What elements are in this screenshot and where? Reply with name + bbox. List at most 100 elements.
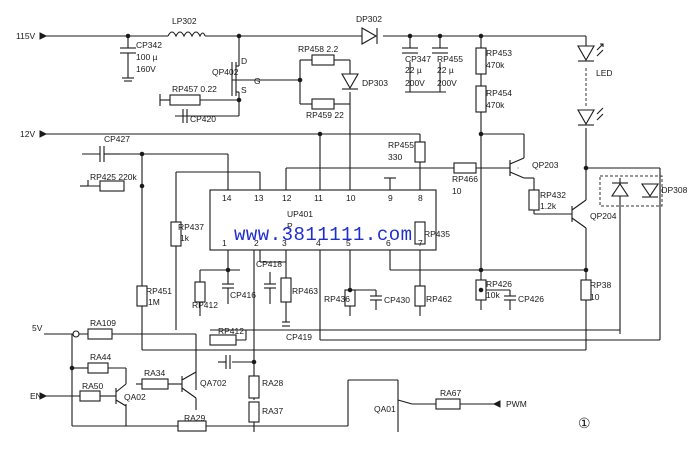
cp419-label: CP419 [286,332,312,342]
resistor-rp432 [528,189,540,211]
resistor-rp437 [170,221,182,247]
rp436-label: RP436 [324,294,350,304]
wiring [44,35,661,432]
resistor-rp463 [280,277,292,303]
rp466-value: 10 [452,186,462,196]
resistor-ra44 [87,362,109,374]
rp455-cap-label: RP455 [437,54,463,64]
qp203-label: QP203 [532,160,559,170]
qp402-drain-label: D [241,56,247,66]
qa01-label: QA01 [374,404,396,414]
cp426-label: CP426 [518,294,544,304]
ic-pin-6: 6 [386,238,391,248]
rp432-label: RP432 [540,190,566,200]
ic-pin-2: 2 [254,238,259,248]
rp463-label: RP463 [292,286,318,296]
ic-name-partial-label: P [287,221,293,231]
ic-pin-4: 4 [316,238,321,248]
rp451-label: RP451 [146,286,172,296]
rp453-value: 470k [486,60,505,70]
dp302-top-label: DP302 [356,14,382,24]
resistor-rp459 [311,98,335,110]
resistor-ra37 [248,401,260,423]
cp342-value-2: 160V [136,64,156,74]
ra67-label: RA67 [440,388,462,398]
ra109-label: RA109 [90,318,116,328]
idp308-label: IDP308 [659,185,688,195]
ic-name-label: UP401 [287,209,313,219]
ic-pin-14: 14 [222,193,232,203]
diode-dp303 [341,73,359,90]
pwm-label: PWM [506,399,527,409]
led-bottom [577,109,595,126]
ic-pin-11: 11 [314,193,323,203]
figure-number: ① [578,416,591,432]
rp437-value: 1k [180,233,190,243]
input-arrow-icon [39,32,48,40]
lp302-label: LP302 [172,16,197,26]
rp455-label: RP455 [388,140,414,150]
resistor-ra67 [435,398,461,410]
rp455-cap-value-1: 22 µ [437,65,454,75]
rail-5v-label: 5V [32,323,43,333]
input-arrow-icon [492,400,501,408]
resistor-rp454 [475,85,487,113]
watermark-text: www.3811111.com [234,224,413,246]
led-arrow-icon [596,107,604,121]
cp416-label: CP416 [230,290,256,300]
resistor-rp466 [453,162,477,174]
diode-idp308-a [610,183,630,197]
rp459-label: RP459 22 [306,110,344,120]
rp432-value: 1.2k [540,201,557,211]
components [39,27,663,432]
rp426-value: 10k [486,290,500,300]
cp347-value-1: 22 µ [405,65,422,75]
resistor-rp38 [580,279,592,301]
resistor-ra29 [177,420,207,432]
inductor-lp302 [167,31,206,38]
rp454-label: RP454 [486,88,512,98]
rp466-label: RP466 [452,174,478,184]
resistor-rp412-horizontal [209,334,237,346]
ic-pin-3: 3 [282,238,287,248]
rail-12v-label: 12V [20,129,35,139]
resistor-rp435 [414,221,426,245]
resistor-rp457 [169,94,201,106]
resistor-ra109 [87,328,113,340]
labels: 115V 12V 5V EN PWM LP302 CP342 100 µ 160… [16,14,688,432]
resistor-ra34 [141,378,169,390]
rp455-value: 330 [388,152,402,162]
qp204-label: QP204 [590,211,617,221]
ra28-label: RA28 [262,378,284,388]
cp427-label: CP427 [104,134,130,144]
led-arrow-icon [596,43,604,57]
cp342-label: CP342 [136,40,162,50]
resistor-rp412-vertical [194,281,206,303]
ra34-label: RA34 [144,368,166,378]
terminal-5v [72,330,80,338]
rp38-value: 10 [590,292,600,302]
ic-pin-5: 5 [346,238,351,248]
cp342-value-1: 100 µ [136,52,158,62]
resistor-ra50 [79,390,101,402]
en-label: EN [30,391,42,401]
rp437-label: RP437 [178,222,204,232]
rp412-vertical-label: RP412 [192,300,218,310]
idp308-package [599,175,663,207]
resistor-ra28 [248,375,260,399]
ra44-label: RA44 [90,352,112,362]
resistor-rp455 [414,141,426,163]
resistor-rp462 [414,285,426,307]
cp347-label: CP347 [405,54,431,64]
rail-115v-label: 115V [16,31,36,41]
rp426-label: RP426 [486,279,512,289]
ic-pin-8: 8 [418,193,423,203]
rp458-label: RP458 2.2 [298,44,338,54]
qp402-gate-label: G [254,76,261,86]
diode-dp302-top [361,27,378,45]
ic-pin-12: 12 [282,193,292,203]
resistor-rp453 [475,47,487,75]
ic-pin-9: 9 [388,193,393,203]
